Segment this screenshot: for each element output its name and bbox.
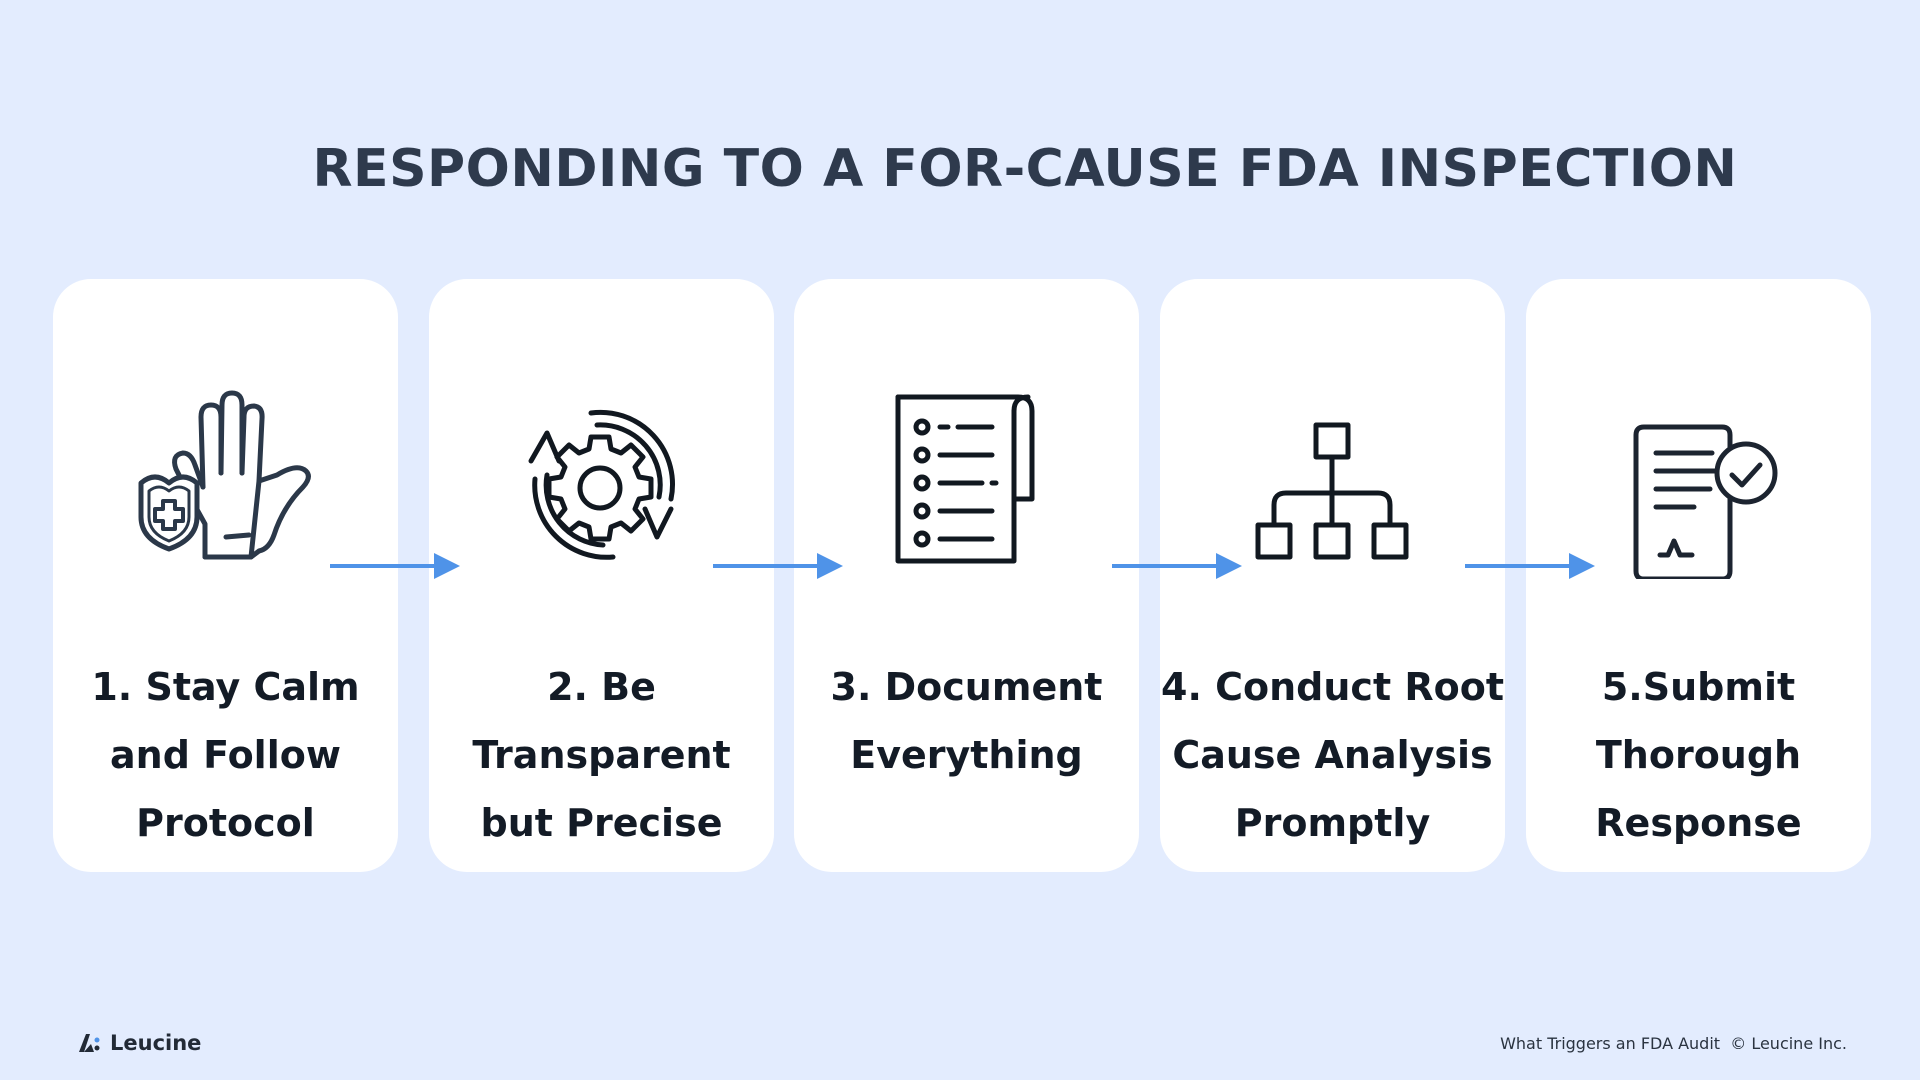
document-list-icon <box>794 389 1139 579</box>
step-3-line-1: 3. Document <box>830 665 1103 709</box>
step-4-line-1: 4. Conduct Root <box>1161 665 1504 709</box>
step-card-5: 5.Submit Thorough Response <box>1526 279 1871 872</box>
step-label-2: 2. Be Transparent but Precise <box>429 653 774 857</box>
step-label-5: 5.Submit Thorough Response <box>1526 653 1871 857</box>
step-card-3: 3. Document Everything <box>794 279 1139 872</box>
step-5-line-3: Response <box>1595 801 1802 845</box>
step-1-line-2: and Follow <box>110 733 341 777</box>
footer-copyright: © Leucine Inc. <box>1730 1034 1847 1053</box>
step-label-4: 4. Conduct Root Cause Analysis Promptly <box>1160 653 1505 857</box>
step-label-3: 3. Document Everything <box>794 653 1139 789</box>
footer-logo: Leucine <box>76 1030 201 1056</box>
step-3-line-2: Everything <box>850 733 1083 777</box>
step-4-line-2: Cause Analysis <box>1172 733 1493 777</box>
step-5-line-1: 5.Submit <box>1601 665 1796 709</box>
page-title-text: RESPONDING TO A FOR-CAUSE FDA INSPECTION <box>312 138 1738 199</box>
step-card-1: 1. Stay Calm and Follow Protocol <box>53 279 398 872</box>
signed-document-check-icon <box>1526 389 1871 579</box>
gear-cycle-icon <box>429 389 774 579</box>
leucine-logo-icon <box>79 1034 100 1052</box>
hand-shield-icon <box>53 389 398 579</box>
step-card-2: 2. Be Transparent but Precise <box>429 279 774 872</box>
step-label-1: 1. Stay Calm and Follow Protocol <box>53 653 398 857</box>
footer-caption: What Triggers an FDA Audit © Leucine Inc… <box>1500 1034 1847 1053</box>
step-2-line-1: 2. Be Transparent <box>472 665 731 777</box>
step-2-line-2: but Precise <box>480 801 723 845</box>
arrow-right-icon <box>1112 553 1242 579</box>
arrow-right-icon <box>330 553 460 579</box>
hierarchy-icon <box>1160 389 1505 579</box>
step-4-line-3: Promptly <box>1234 801 1431 845</box>
arrow-right-icon <box>1465 553 1595 579</box>
arrow-right-icon <box>713 553 843 579</box>
page-title: RESPONDING TO A FOR-CAUSE FDA INSPECTION <box>0 139 1920 199</box>
step-1-line-1: 1. Stay Calm <box>91 665 360 709</box>
step-5-line-2: Thorough <box>1595 733 1802 777</box>
brand-name: Leucine <box>110 1031 202 1055</box>
footer-caption-text: What Triggers an FDA Audit <box>1500 1034 1721 1053</box>
step-1-line-3: Protocol <box>136 801 315 845</box>
